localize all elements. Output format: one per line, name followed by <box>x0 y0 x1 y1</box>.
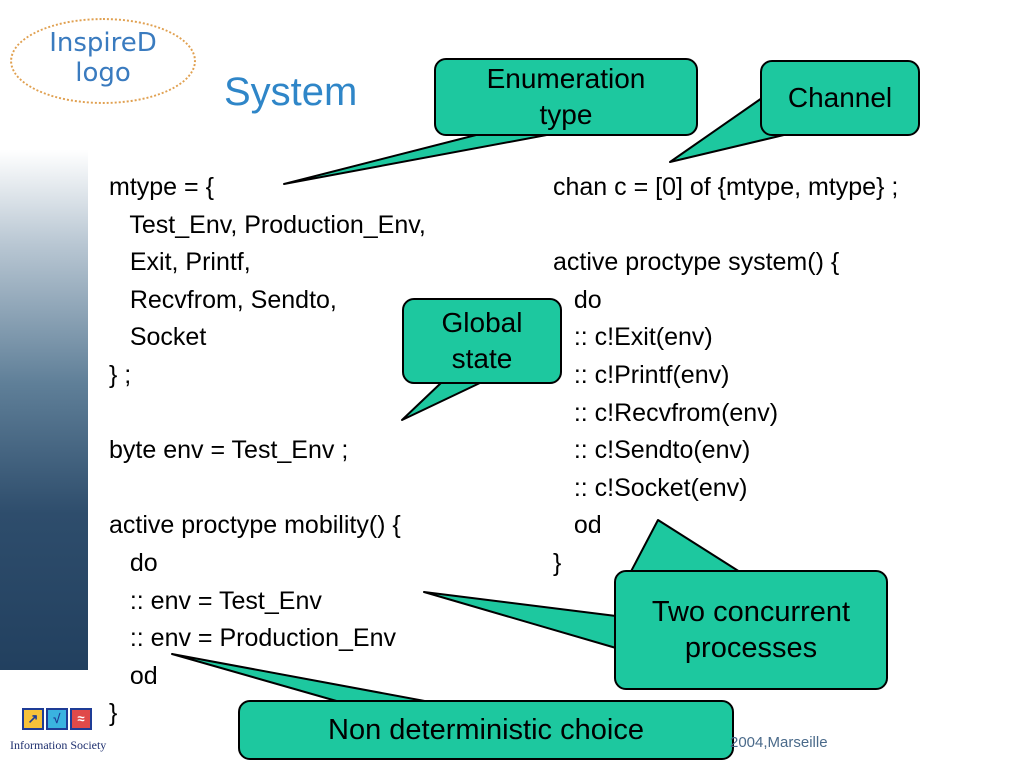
code-left: mtype = { Test_Env, Production_Env, Exit… <box>109 173 426 728</box>
pointer-non-deterministic <box>171 653 431 703</box>
callout-non-deterministic-choice: Non deterministic choice <box>238 700 734 760</box>
code-right: chan c = [0] of {mtype, mtype} ; active … <box>553 173 899 577</box>
slide-title: System <box>224 70 358 114</box>
callout-two-line-2: processes <box>684 632 818 664</box>
logo-line-1: InspireD <box>49 28 157 58</box>
pointer-global-state <box>401 381 483 421</box>
information-society-logo: ↗ √ ≈ Information Society <box>10 708 120 758</box>
logo-line-2: logo <box>75 58 131 88</box>
callout-channel-label: Channel <box>787 82 893 113</box>
callout-non-deterministic-label: Non deterministic choice <box>328 714 644 746</box>
footer-text: 2004,Marseille <box>730 734 828 751</box>
callout-global-line-1: Global <box>441 307 523 338</box>
arrow-up-icon: ↗ <box>22 708 44 730</box>
callout-global-state: Global state <box>402 298 562 384</box>
pointer-two-processes-lower <box>423 591 617 649</box>
callout-enumeration-line-2: type <box>539 99 593 130</box>
callout-channel: Channel <box>760 60 920 136</box>
sidebar-gradient <box>0 150 88 670</box>
inspired-logo: InspireD logo <box>10 18 196 104</box>
callout-two-line-1: Two concurrent <box>651 596 851 628</box>
check-wave-icon: √ <box>46 708 68 730</box>
callout-enumeration-type: Enumeration type <box>434 58 698 136</box>
callout-global-line-2: state <box>451 343 513 374</box>
callout-two-concurrent-processes: Two concurrent processes <box>614 570 888 690</box>
pointer-enumeration <box>283 133 553 185</box>
callout-enumeration-line-1: Enumeration <box>486 63 646 94</box>
logo-caption: Information Society <box>10 738 107 752</box>
wave-icon: ≈ <box>70 708 92 730</box>
